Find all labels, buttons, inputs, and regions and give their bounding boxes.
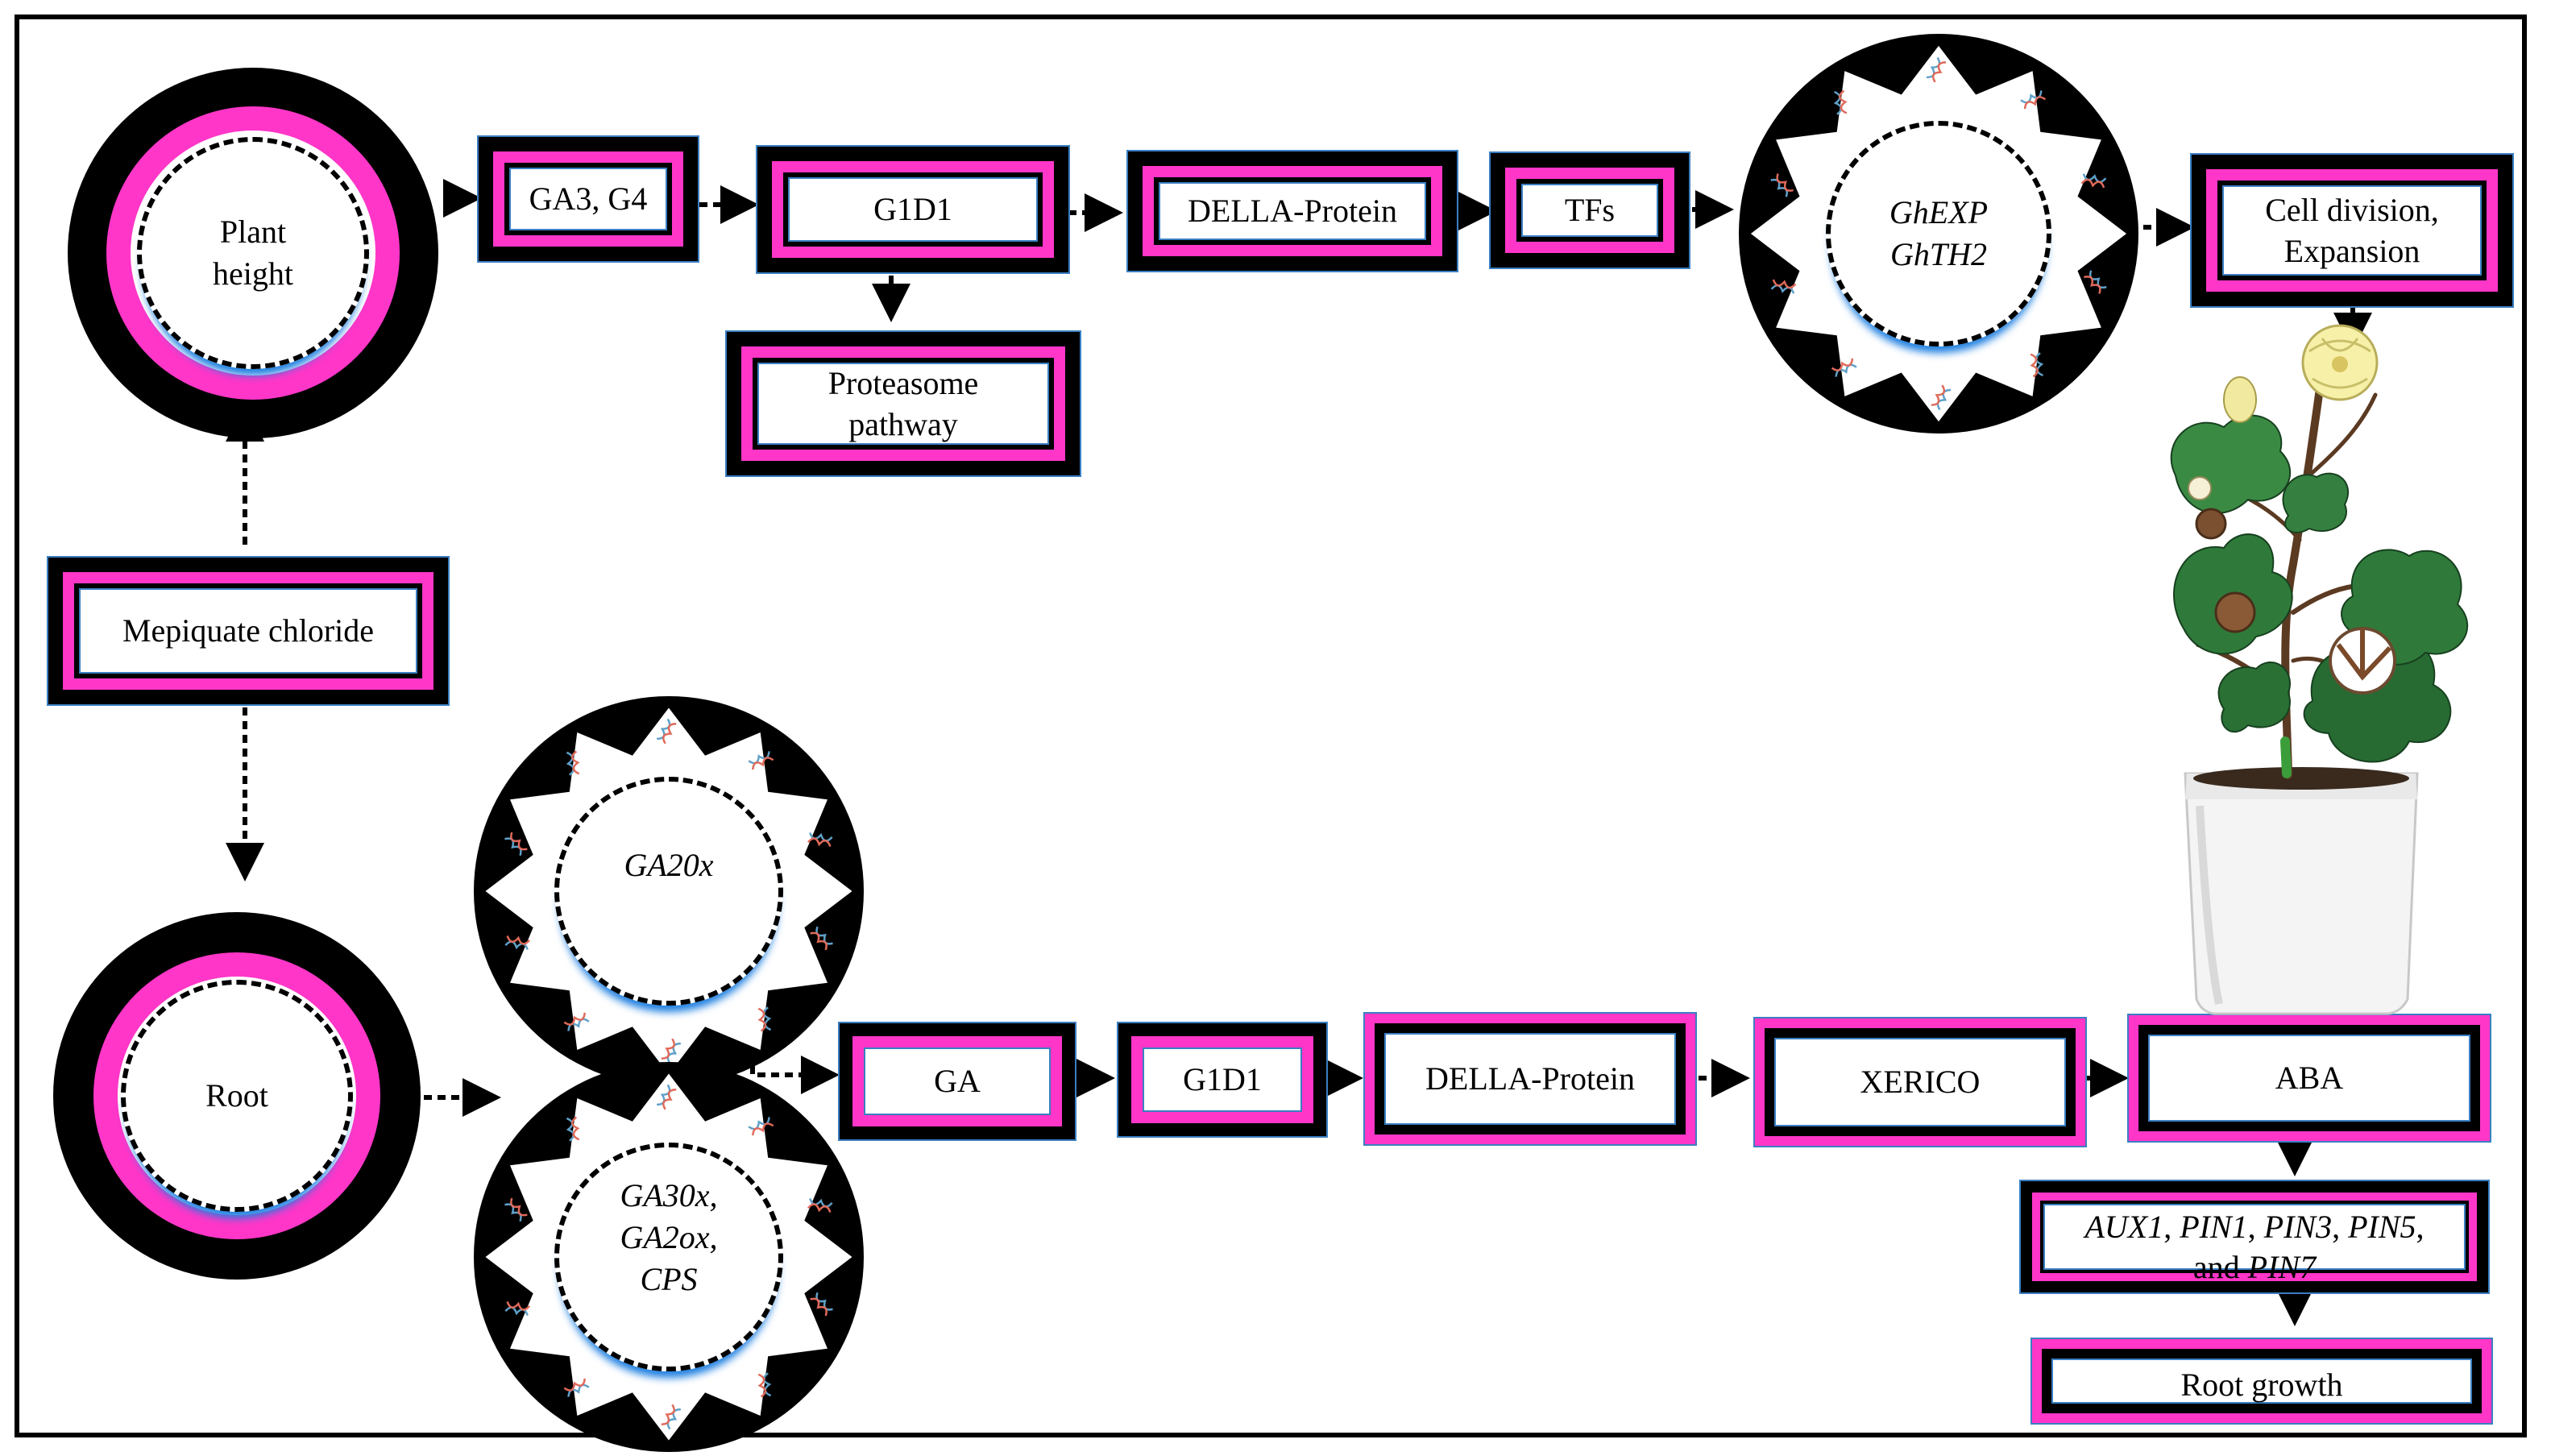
dna-helix-icon [563, 1012, 590, 1031]
dna-helix-icon [810, 926, 833, 951]
plant-height-dashed-circle [137, 137, 369, 369]
ga20x-dashed-circle [554, 777, 783, 1006]
cell-division-box: Cell division, Expansion [2190, 153, 2514, 308]
mepiquate-chloride-box: Mepiquate chloride [47, 556, 450, 706]
ga3-g4-label: GA3, G4 [509, 168, 667, 230]
proteasome-box: Proteasome pathway [725, 330, 1081, 477]
della-bottom-label: DELLA-Protein [1384, 1033, 1676, 1125]
dna-helix-icon [748, 751, 774, 770]
gene-pin1: PIN1 [2180, 1209, 2248, 1245]
plant-height-circle: Plant height [68, 68, 438, 438]
ghexp-gene-2: GhTH2 [1889, 236, 1988, 272]
dna-helix-icon [2084, 270, 2107, 294]
gene-and: and [2192, 1249, 2248, 1285]
g1d1-top-box: G1D1 [756, 145, 1070, 274]
g1d1-bottom-label: G1D1 [1143, 1047, 1302, 1112]
plant-height-label: Plant height [213, 214, 293, 292]
mepiquate-chloride-label: Mepiquate chloride [79, 588, 417, 674]
cell-division-label: Cell division, Expansion [2222, 185, 2482, 276]
gene-sep-4: , [2416, 1209, 2424, 1245]
aux-pin-label: AUX1, PIN1, PIN3, PIN5, and PIN7 [2043, 1204, 2466, 1285]
dna-helix-icon [661, 1038, 681, 1064]
aux-pin-line-2: and PIN7 [2045, 1247, 2464, 1288]
root-label: Root [205, 1077, 268, 1114]
della-bottom-box: DELLA-Protein [1363, 1012, 1697, 1146]
dna-helix-icon [2030, 352, 2044, 378]
ga20x-label: GA20x [624, 847, 714, 883]
dna-helix-icon [810, 1292, 833, 1317]
della-top-label: DELLA-Protein [1159, 182, 1426, 240]
dna-helix-icon [504, 935, 531, 951]
g1d1-bottom-box: G1D1 [1117, 1022, 1328, 1138]
root-circle: Root [53, 912, 421, 1280]
dna-helix-icon [1926, 56, 1947, 83]
cotton-plant-icon [2170, 324, 2469, 1015]
dna-helix-icon [807, 1197, 833, 1213]
tfs-label: TFs [1521, 184, 1658, 237]
ga20x-gene-circle: GA20x [474, 696, 864, 1086]
gene-pin7: PIN7 [2247, 1249, 2317, 1285]
ghexp-dashed-circle [1826, 121, 2051, 346]
dna-helix-icon [2020, 90, 2047, 110]
root-dashed-circle [121, 980, 353, 1212]
ghexp-gene-1: GhEXP [1889, 194, 1989, 230]
aba-box: ABA [2127, 1014, 2491, 1143]
gene-aux1: AUX1 [2084, 1209, 2164, 1245]
dna-helix-icon [757, 1372, 772, 1398]
dna-helix-icon [748, 1117, 774, 1136]
dna-helix-icon [807, 832, 833, 848]
ga30x-gene-2: GA2ox, [620, 1219, 718, 1255]
dna-helix-icon [1831, 358, 1857, 377]
ga-label: GA [864, 1047, 1051, 1115]
proteasome-label: Proteasome pathway [757, 363, 1049, 445]
plant-flower [2223, 324, 2379, 423]
diagram-frame [15, 15, 2527, 1437]
root-growth-label: Root growth [2051, 1359, 2472, 1404]
aba-label: ABA [2148, 1035, 2470, 1122]
plant-pot [2184, 767, 2419, 1015]
gene-sep-1: , [2163, 1209, 2180, 1245]
gene-pin3: PIN3 [2263, 1209, 2333, 1245]
xerico-box: XERICO [1753, 1017, 2087, 1147]
dna-helix-icon [1931, 384, 1952, 411]
dna-helix-icon [1770, 279, 1797, 294]
dna-helix-icon [566, 750, 580, 776]
dna-helix-icon [504, 1300, 531, 1317]
root-growth-box: Root growth [2030, 1338, 2493, 1425]
dna-helix-icon [661, 1404, 681, 1430]
gene-sep-2: , [2247, 1209, 2264, 1245]
dna-helix-icon [566, 1116, 580, 1142]
ga30x-label: GA30x, GA2ox, CPS [579, 1157, 759, 1318]
aux-pin-line-1: AUX1, PIN1, PIN3, PIN5, [2045, 1207, 2464, 1247]
dna-helix-icon [563, 1378, 590, 1397]
ga3-g4-box: GA3, G4 [477, 135, 699, 263]
gene-sep-3: , [2332, 1209, 2349, 1245]
dna-helix-icon [504, 832, 528, 857]
dna-helix-icon [504, 1197, 528, 1222]
ga30x-gene-1: GA30x, [620, 1177, 718, 1213]
ghexp-gene-circle: GhEXP GhTH2 [1739, 34, 2138, 433]
della-top-box: DELLA-Protein [1126, 150, 1458, 272]
dna-helix-icon [1833, 89, 1848, 115]
tfs-box: TFs [1489, 151, 1690, 269]
dna-helix-icon [757, 1006, 772, 1032]
ga30x-gene-3: CPS [640, 1261, 698, 1297]
aux-pin-box: AUX1, PIN1, PIN3, PIN5, and PIN7 [2019, 1180, 2490, 1294]
ghexp-label: GhEXP GhTH2 [1850, 185, 2027, 282]
ga-box: GA [838, 1022, 1076, 1141]
dna-helix-icon [657, 718, 677, 745]
gene-pin5: PIN5 [2348, 1209, 2416, 1245]
plant-cotton-bolls [2188, 476, 2396, 695]
dna-helix-icon [2080, 173, 2107, 189]
dna-helix-icon [1770, 173, 1794, 197]
ga30x-gene-circle: GA30x, GA2ox, CPS [474, 1062, 864, 1452]
g1d1-top-label: G1D1 [788, 177, 1038, 242]
ga30x-dashed-circle [554, 1143, 783, 1371]
xerico-label: XERICO [1774, 1038, 2066, 1126]
dna-helix-icon [657, 1084, 677, 1110]
